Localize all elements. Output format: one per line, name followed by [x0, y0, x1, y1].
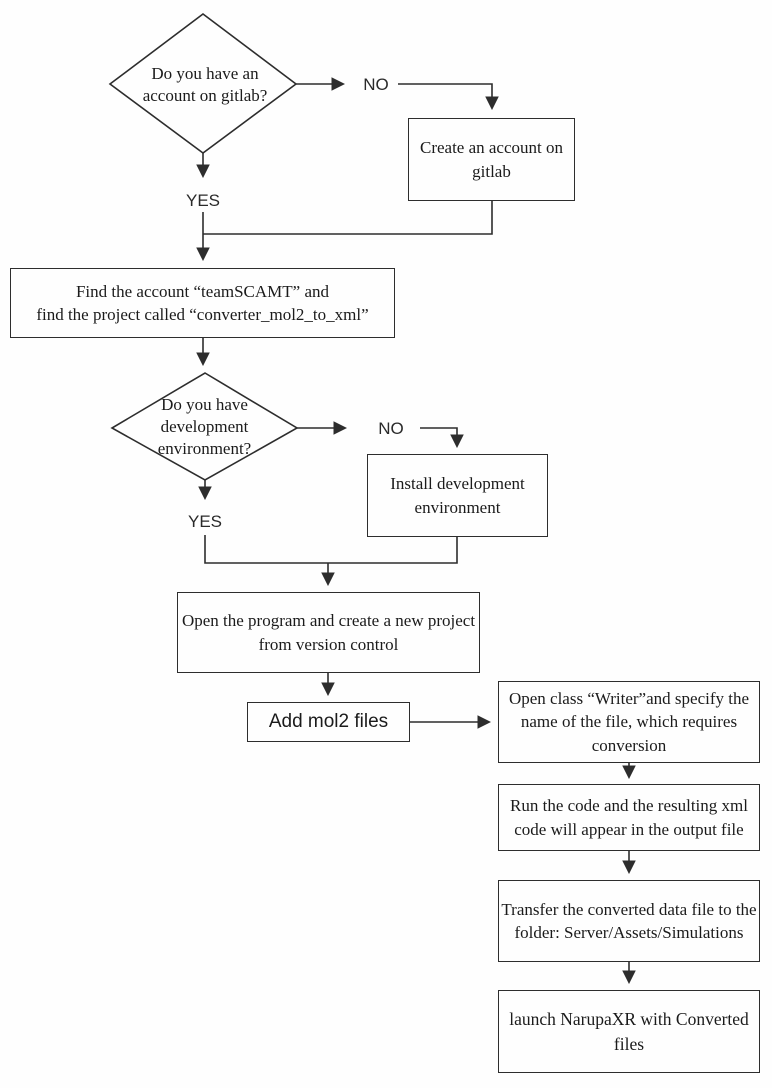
process-run-code-text: Run the code and the resulting xml code … [510, 796, 748, 839]
decision-environment-text: Do you have development environment? [157, 395, 252, 459]
branch-label-yes-environment: YES [187, 512, 223, 531]
decision-account-text: Do you have an account on gitlab? [142, 64, 268, 106]
process-open-writer: Open class “Writer”and specify the name … [498, 681, 760, 763]
process-install-env-text: Install development environment [390, 474, 525, 517]
arrow-no-to-create-account [398, 83, 499, 111]
process-open-program: Open the program and create a new projec… [177, 592, 480, 673]
process-add-mol2-text: Add mol2 files [268, 710, 389, 732]
arrow-no-to-install-env [420, 427, 464, 449]
decision-environment-label: Do you have development environment? [117, 394, 292, 460]
process-find-project-text: Find the account “teamSCAMT” and find th… [36, 281, 369, 324]
process-launch-narupa: launch NarupaXR with Converted files [498, 990, 760, 1073]
decision-account-label: Do you have an account on gitlab? [110, 63, 300, 107]
process-install-env: Install development environment [367, 454, 548, 537]
process-open-writer-text: Open class “Writer”and specify the name … [508, 688, 750, 755]
process-find-project: Find the account “teamSCAMT” and find th… [10, 268, 395, 338]
process-create-account: Create an account on gitlab [408, 118, 575, 201]
line-create-account-merge [203, 201, 493, 235]
process-add-mol2: Add mol2 files [247, 702, 410, 742]
process-create-account-text: Create an account on gitlab [419, 138, 563, 181]
branch-label-no-environment: NO [378, 419, 404, 438]
process-transfer-file: Transfer the converted data file to the … [498, 880, 760, 962]
process-run-code: Run the code and the resulting xml code … [498, 784, 760, 851]
branch-label-yes-account: YES [185, 191, 221, 210]
branch-label-no-account: NO [363, 75, 389, 94]
process-launch-narupa-text: launch NarupaXR with Converted files [509, 1009, 749, 1054]
process-transfer-file-text: Transfer the converted data file to the … [501, 899, 757, 942]
line-yes-install-merge [204, 535, 458, 564]
process-open-program-text: Open the program and create a new projec… [181, 611, 476, 654]
